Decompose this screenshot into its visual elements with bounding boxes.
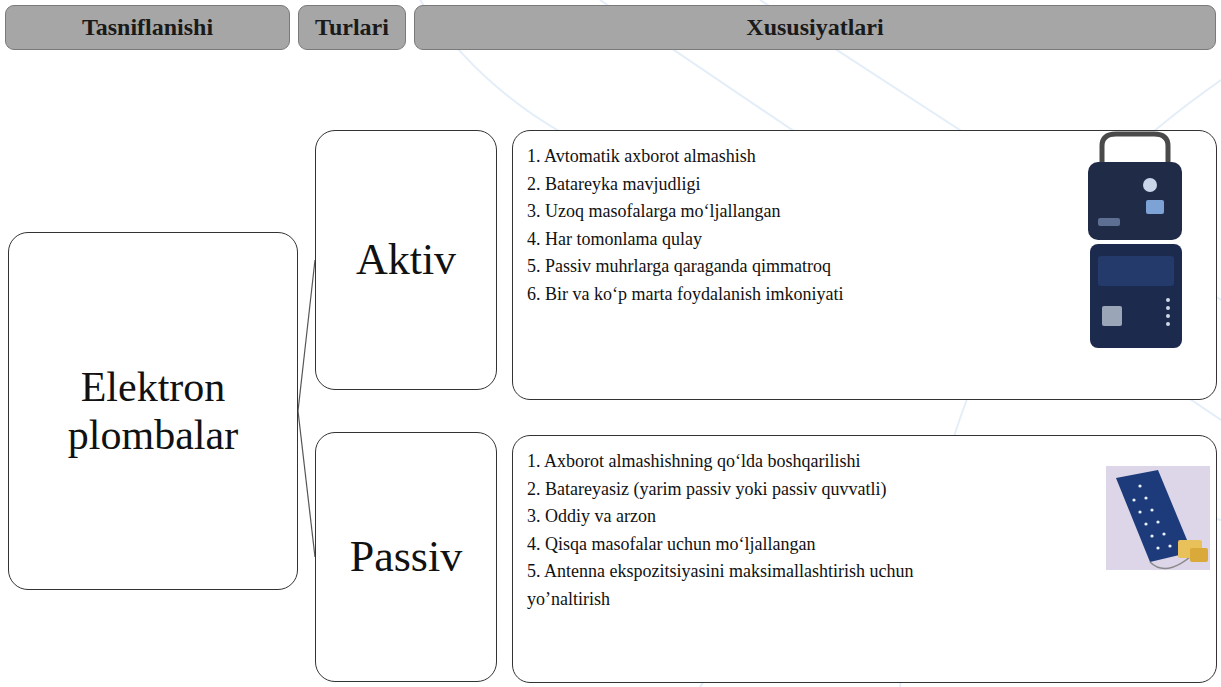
type-box: Aktiv (315, 130, 497, 390)
feature-item: 2. Batareyka mavjudligi (527, 171, 917, 199)
feature-item: 2. Batareyasiz (yarim passiv yoki passiv… (527, 476, 917, 504)
header-text: Tasniflanishi (82, 14, 213, 41)
feature-item: 1. Axborot almashishning qo‘lda boshqari… (527, 448, 917, 476)
box-label: Passiv (350, 532, 462, 583)
type-box: Passiv (315, 432, 497, 682)
feature-item: 3. Oddiy va arzon (527, 503, 917, 531)
header-box: Tasniflanishi (5, 5, 290, 50)
connector-line (298, 411, 315, 557)
category-box: Elektron plombalar (8, 232, 298, 590)
feature-item: 5. Passiv muhrlarga qaraganda qimmatroq (527, 253, 917, 281)
feature-item: 4. Har tomonlama qulay (527, 226, 917, 254)
header-box: Turlari (298, 5, 406, 50)
feature-item: 4. Qisqa masofalar uchun mo‘ljallangan (527, 531, 917, 559)
connector-line (298, 260, 315, 411)
passive-seal-picture (1106, 466, 1210, 570)
header-text: Xususiyatlari (746, 14, 883, 41)
box-label: Elektron plombalar (28, 363, 278, 460)
feature-item: 1. Avtomatik axborot almashish (527, 143, 917, 171)
feature-item: 5. Antenna ekspozitsiyasini maksimallash… (527, 558, 917, 613)
active-seal-picture (1088, 134, 1182, 348)
feature-item: 3. Uzoq masofalarga mo‘ljallangan (527, 198, 917, 226)
feature-item: 6. Bir va ko‘p marta foydalanish imkoniy… (527, 281, 917, 309)
header-text: Turlari (315, 14, 389, 41)
box-label: Aktiv (356, 235, 456, 286)
header-box: Xususiyatlari (414, 5, 1216, 50)
